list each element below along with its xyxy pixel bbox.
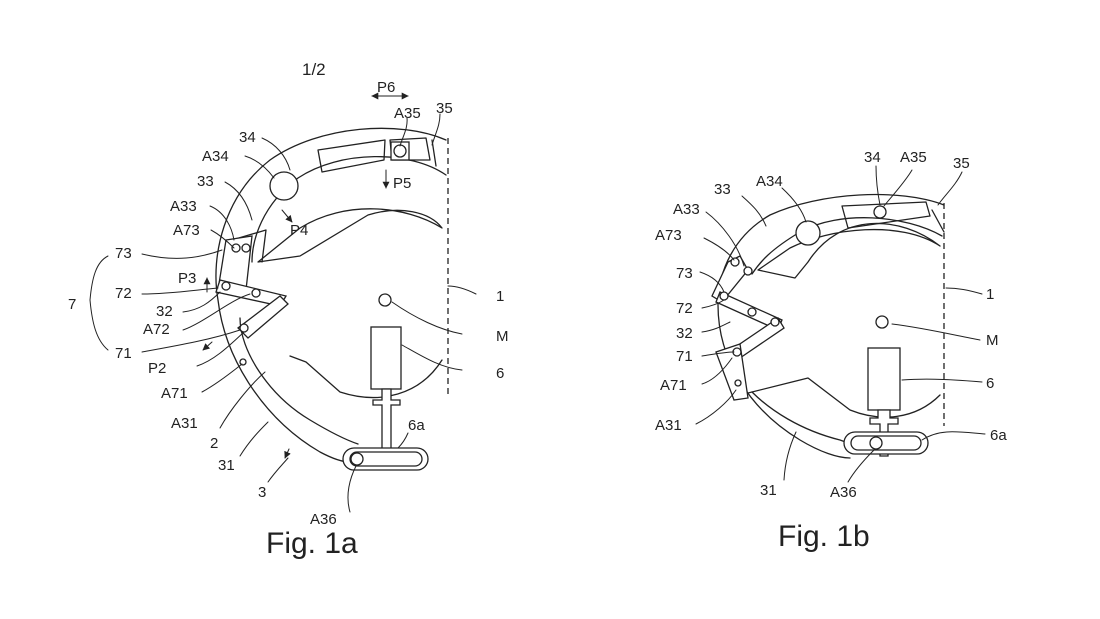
fig1a-leaders — [89, 113, 477, 513]
fig1b-caption: Fig. 1b — [778, 520, 870, 553]
fig1a-segment-33 — [231, 229, 267, 263]
fig1b-joint-A73 — [730, 257, 740, 267]
fig1a-cylinder-6 — [370, 326, 402, 390]
fig1a-body-1 — [257, 208, 443, 263]
fig1b-segment-35-edge — [931, 209, 945, 233]
fig1b-body-1 — [757, 222, 941, 279]
fig1a-label-3: 3 — [258, 484, 266, 501]
figure-1a: P6 A35 35 A34 34 P5 33 A33 P4 A73 73 P3 … — [68, 79, 509, 560]
fig1b-joint-A31 — [734, 379, 742, 387]
fig1a-label-34: 34 — [239, 129, 256, 146]
fig1a-slot-inner — [349, 451, 423, 467]
fig1b-label-A36: A36 — [830, 484, 857, 501]
fig1a-label-P2: P2 — [148, 360, 166, 377]
fig1b-joint-A72 — [719, 291, 729, 301]
fig1a-label-7: 7 — [68, 296, 76, 313]
fig1b-label-6a: 6a — [990, 427, 1007, 444]
fig1b-joint-A71b — [770, 317, 780, 327]
fig1a-label-P6: P6 — [377, 79, 395, 96]
fig1b-cylinder-6 — [867, 347, 901, 411]
fig1a-window-35 — [317, 139, 386, 173]
fig1b-label-A31: A31 — [655, 417, 682, 434]
fig1a-label-A35: A35 — [394, 105, 421, 122]
fig1a-label-32: 32 — [156, 303, 173, 320]
fig1a-label-P3: P3 — [178, 270, 196, 287]
fig1a-label-A36: A36 — [310, 511, 337, 528]
fig1b-window-35 — [841, 201, 931, 229]
fig1b-label-72: 72 — [676, 300, 693, 317]
fig1a-joint-A31 — [239, 358, 247, 366]
fig1a-label-A72: A72 — [143, 321, 170, 338]
fig1a-label-A34: A34 — [202, 148, 229, 165]
fig1b-label-M: M — [986, 332, 999, 349]
fig1a-joint-A35 — [393, 144, 407, 158]
fig1a-label-A71: A71 — [161, 385, 188, 402]
fig1a-center-M — [378, 293, 392, 307]
fig1b-slot-inner — [850, 435, 922, 451]
fig1b-label-A71: A71 — [660, 377, 687, 394]
fig1b-lever-7 — [711, 255, 785, 401]
fig1a-label-71: 71 — [115, 345, 132, 362]
fig1a-label-2: 2 — [210, 435, 218, 452]
fig1a-label-A73: A73 — [173, 222, 200, 239]
fig1a-label-35: 35 — [436, 100, 453, 117]
page-number: 1/2 — [302, 60, 326, 79]
fig1a-lever-7 — [215, 235, 289, 366]
fig1a-label-A33: A33 — [170, 198, 197, 215]
fig1b-label-A35: A35 — [900, 149, 927, 166]
figure-1b: 34 A35 35 A34 33 A33 A73 73 72 32 71 A71… — [655, 149, 1007, 553]
fig1b-label-A33: A33 — [673, 201, 700, 218]
fig1a-joint-A36 — [350, 452, 364, 466]
fig1a-body-1-lower — [289, 355, 443, 399]
fig1b-label-34: 34 — [864, 149, 881, 166]
fig1a-caption: Fig. 1a — [266, 527, 358, 560]
fig1b-roller-34 — [795, 220, 821, 246]
fig1a-label-A31: A31 — [171, 415, 198, 432]
fig1b-label-31: 31 — [760, 482, 777, 499]
fig1b-link-73 — [711, 255, 749, 303]
fig1a-joint-A72b — [251, 288, 261, 298]
fig1a-actuator-6 — [342, 326, 429, 471]
fig1a-rod-6a — [372, 388, 401, 453]
fig1a-arrow-P2 — [202, 341, 213, 351]
fig1a-arrow-P4 — [281, 209, 293, 223]
fig1a-label-M: M — [496, 328, 509, 345]
fig1a-joint-A73b — [241, 243, 251, 253]
fig1a-label-31: 31 — [218, 457, 235, 474]
fig1a-inner-ring-lower — [239, 317, 359, 445]
fig1b-actuator-6 — [843, 347, 929, 457]
fig1b-label-6: 6 — [986, 375, 994, 392]
fig1b-joint-A36 — [869, 436, 883, 450]
fig1b-label-1: 1 — [986, 286, 994, 303]
fig1b-joint-A33 — [743, 266, 753, 276]
fig1b-leaders — [695, 165, 986, 483]
fig1b-label-71: 71 — [676, 348, 693, 365]
fig1b-label-33: 33 — [714, 181, 731, 198]
fig1b-label-A73: A73 — [655, 227, 682, 244]
fig1b-label-35: 35 — [953, 155, 970, 172]
fig1a-label-33: 33 — [197, 173, 214, 190]
fig1a-link-71 — [237, 295, 289, 339]
fig1b-label-32: 32 — [676, 325, 693, 342]
fig1b-body-1-lower — [735, 377, 941, 418]
fig1a-label-6: 6 — [496, 365, 504, 382]
fig1b-label-73: 73 — [676, 265, 693, 282]
fig1a-joint-A72 — [221, 281, 231, 291]
fig1a-label-6a: 6a — [408, 417, 425, 434]
fig1a-joint-A71 — [239, 323, 249, 333]
fig1b-label-A34: A34 — [756, 173, 783, 190]
fig1a-label-P5: P5 — [393, 175, 411, 192]
fig1a-label-P4: P4 — [290, 222, 308, 239]
fig1a-label-1: 1 — [496, 288, 504, 305]
fig1a-arrow-3 — [284, 448, 291, 459]
fig1a-label-72: 72 — [115, 285, 132, 302]
fig1a-label-73: 73 — [115, 245, 132, 262]
fig1b-joint-A72b — [747, 307, 757, 317]
fig1a-joint-A73a — [231, 243, 241, 253]
fig1b-joint-A35 — [873, 205, 887, 219]
fig1a-roller-34 — [269, 171, 299, 201]
fig1b-center-M — [875, 315, 889, 329]
